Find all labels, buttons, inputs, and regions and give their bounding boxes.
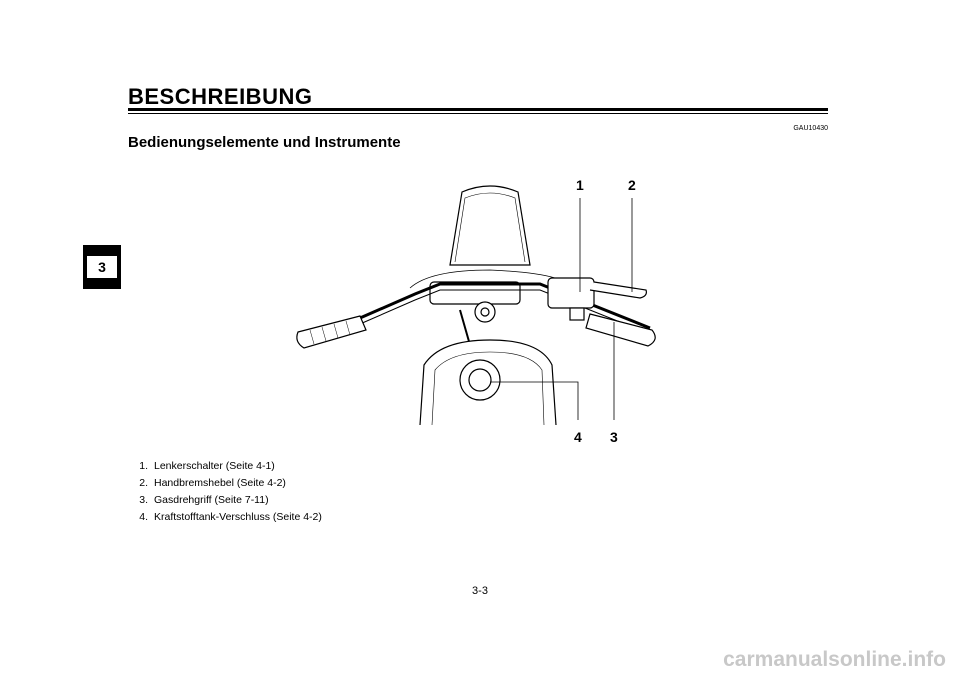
legend-item: 2. Handbremshebel (Seite 4-2) [130, 475, 322, 492]
legend-number: 1. [139, 460, 148, 472]
watermark: carmanualsonline.info [723, 648, 946, 671]
right-grip [585, 313, 656, 347]
legend-number: 3. [139, 494, 148, 506]
header-rule-thin [128, 113, 828, 114]
header-rule-thick [128, 108, 828, 111]
chapter-number: 3 [87, 256, 117, 278]
page-header-title: BESCHREIBUNG [128, 84, 313, 109]
legend-text: Gasdrehgriff (Seite 7-11) [154, 494, 269, 506]
windscreen [449, 185, 531, 266]
legend-item: 3. Gasdrehgriff (Seite 7-11) [130, 492, 322, 509]
page-number: 3-3 [472, 585, 488, 597]
legend-text: Handbremshebel (Seite 4-2) [154, 477, 286, 489]
legend-item: 4. Kraftstofftank-Verschluss (Seite 4-2) [130, 509, 322, 526]
document-code: GAU10430 [793, 125, 828, 132]
instrument-cluster [429, 281, 521, 305]
figure-legend: 1. Lenkerschalter (Seite 4-1) 2. Handbrems… [130, 458, 322, 526]
legend-text: Kraftstofftank-Verschluss (Seite 4-2) [154, 511, 322, 523]
legend-number: 4. [139, 511, 148, 523]
handlebar-switch [547, 277, 595, 309]
legend-text: Lenkerschalter (Seite 4-1) [154, 460, 275, 472]
legend-number: 2. [139, 477, 148, 489]
callout-2: 2 [628, 177, 636, 193]
callout-1: 1 [576, 177, 584, 193]
fuel-tank-cap [459, 359, 501, 401]
left-grip [296, 315, 367, 349]
section-title: Bedienungselemente und Instrumente [128, 134, 401, 151]
callout-3: 3 [610, 429, 618, 445]
brake-lever [589, 281, 647, 299]
callout-4: 4 [574, 429, 582, 445]
handlebar-illustration: 1 2 3 4 [296, 177, 656, 445]
legend-item: 1. Lenkerschalter (Seite 4-1) [130, 458, 322, 475]
